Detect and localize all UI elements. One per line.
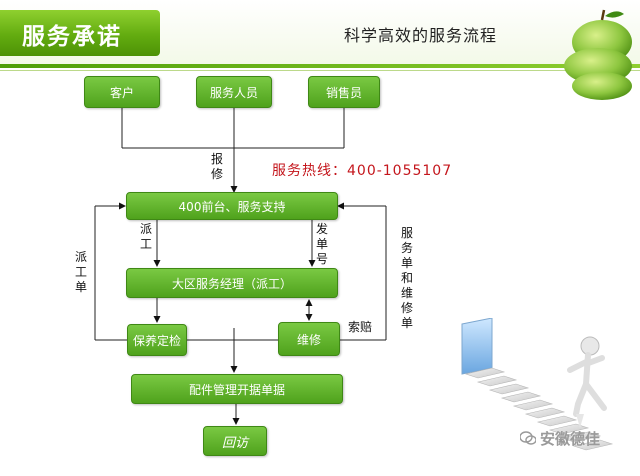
stairs-figure-illustration	[461, 318, 614, 451]
page-subtitle: 科学高效的服务流程	[344, 26, 498, 45]
node-parts-management: 配件管理开据单据	[131, 374, 343, 404]
node-sales: 销售员	[308, 76, 380, 108]
label-service-repair-sheet: 服务单和维修单	[400, 226, 413, 330]
node-service-staff: 服务人员	[196, 76, 272, 108]
node-regional-manager: 大区服务经理（派工）	[126, 268, 338, 298]
node-maintenance-check: 保养定检	[127, 324, 187, 356]
title-band	[0, 10, 160, 56]
page-title: 服务承诺	[22, 24, 122, 50]
label-issue-ticket-no: 发单号	[315, 222, 328, 266]
header-divider	[0, 64, 640, 68]
node-front-desk: 400前台、服务支持	[126, 192, 338, 220]
apple-icon	[564, 9, 632, 100]
watermark-text: 安徽德佳	[540, 430, 601, 448]
header-divider-thin	[0, 70, 640, 71]
label-claim: 索赔	[348, 320, 373, 334]
chat-bubble-icon	[520, 431, 536, 445]
label-dispatch-sheet: 派工单	[74, 250, 87, 294]
label-report-repair: 报修	[210, 152, 223, 181]
label-dispatch: 派工	[139, 222, 152, 251]
node-customer: 客户	[84, 76, 160, 108]
node-revisit: 回访	[203, 426, 267, 456]
node-repair: 维修	[278, 322, 340, 356]
service-hotline: 服务热线：400-1055107	[272, 163, 453, 179]
